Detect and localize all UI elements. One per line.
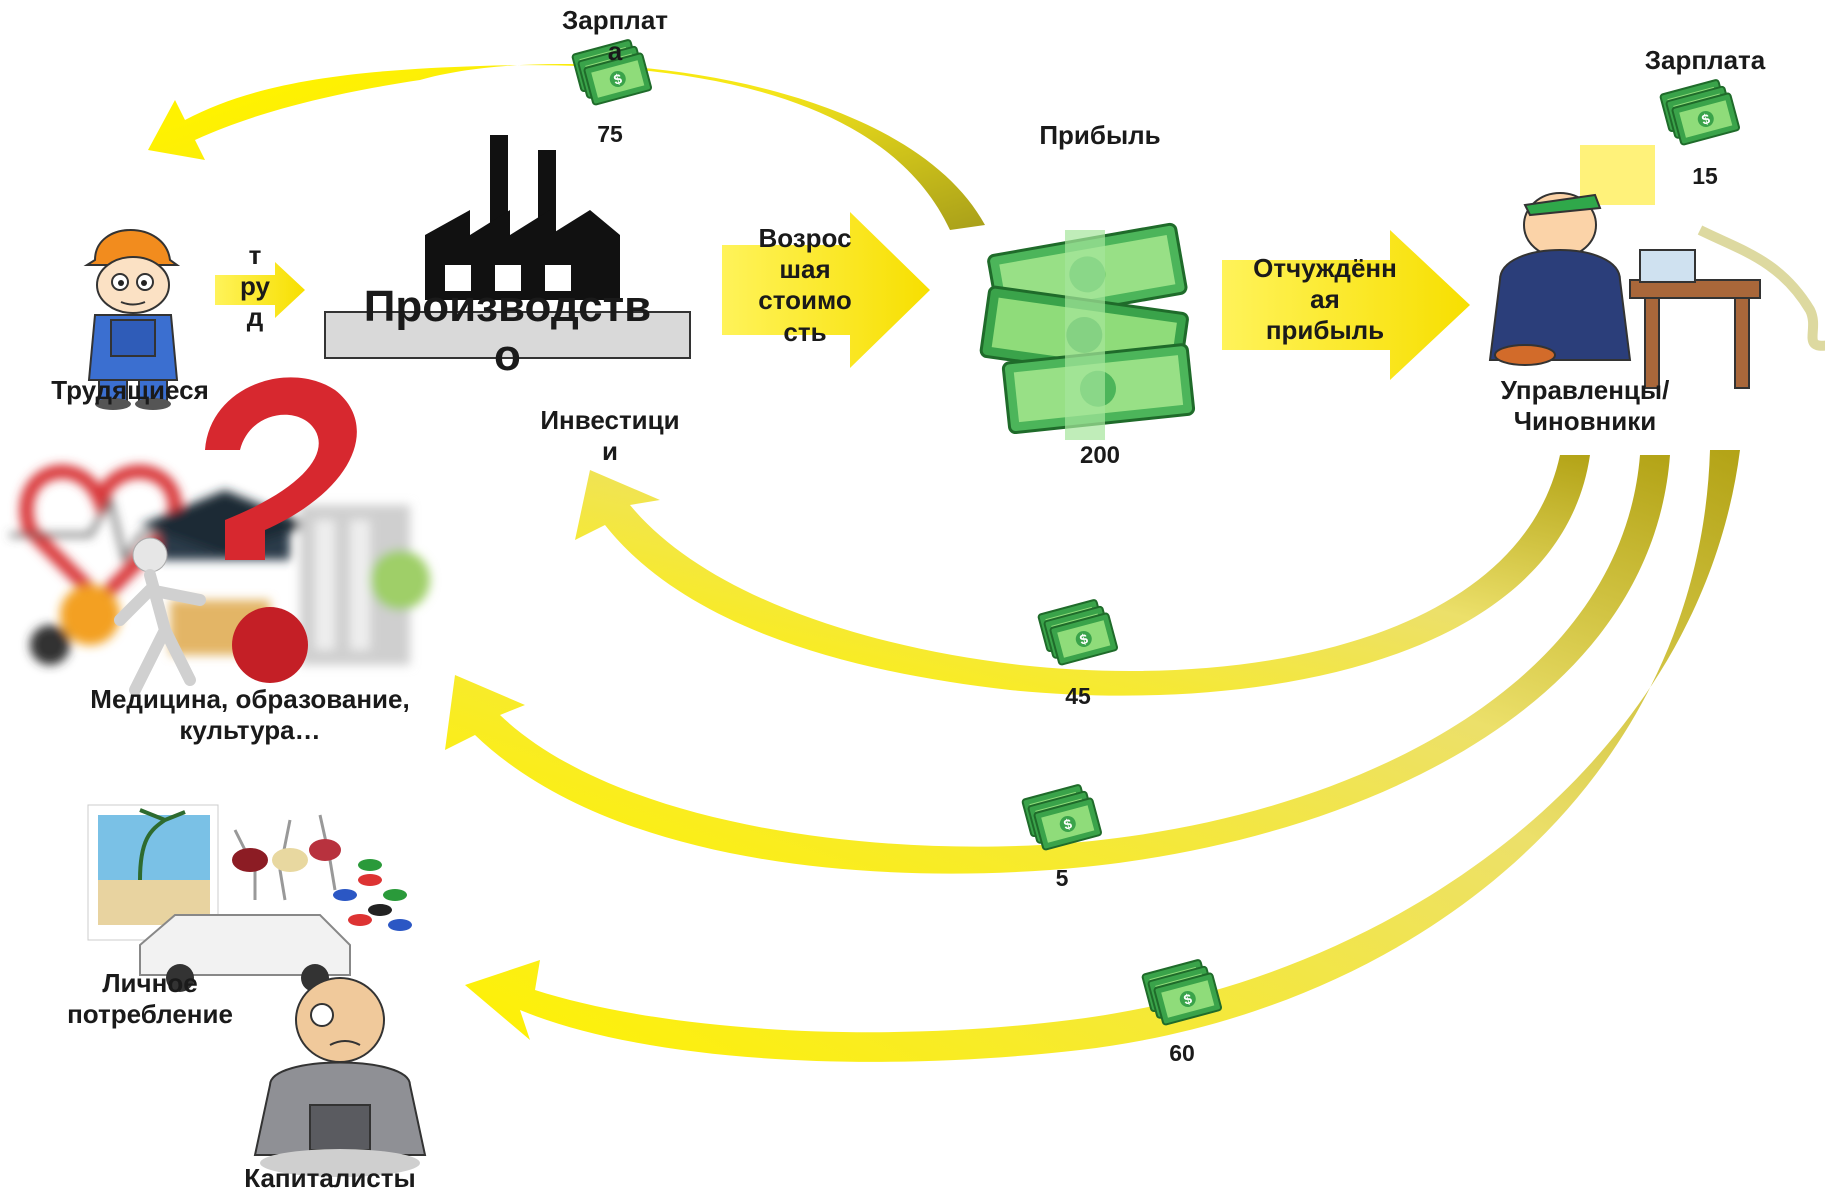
production-label: Производств о (363, 282, 652, 381)
capitalists-arrow (465, 450, 1740, 1062)
money-wage-managers-icon (1659, 78, 1741, 147)
social-collage-icon (10, 464, 430, 665)
social-label: Медицина, образование, культура… (90, 684, 410, 746)
investment-arrow (575, 455, 1590, 696)
grown-value-arrow (722, 212, 930, 368)
grown-value-label: Возрос шая стоимо сть (758, 223, 852, 347)
social-amount: 5 (1055, 865, 1069, 891)
profit-label: Прибыль (1039, 120, 1161, 150)
managers-label: Управленцы/ Чиновники (1500, 375, 1670, 437)
person-figure-icon (114, 537, 206, 696)
alienated-profit-label: Отчуждённ ая прибыль (1253, 253, 1397, 346)
alienated-profit-arrow (1222, 230, 1470, 380)
manager-icon (1488, 145, 1825, 389)
workers-label: Трудящиеся (51, 375, 209, 405)
personal-consumption-label: Личное потребление (67, 968, 233, 1030)
capitalists-label: Капиталисты (244, 1163, 416, 1193)
labor-arrow (215, 262, 305, 318)
investments-label: Инвестици и (540, 405, 680, 467)
luxury-icon (87, 804, 412, 992)
labor-label: т ру д (240, 240, 270, 333)
money-invest-icon (1037, 598, 1119, 667)
money-stack-icon (979, 222, 1196, 440)
wage-workers-label: Зарплат а (561, 5, 669, 67)
wage-return-arrow (148, 63, 985, 230)
question-mark-icon (205, 377, 357, 683)
wage-managers-label: Зарплата (1644, 45, 1766, 75)
worker-icon (83, 229, 181, 410)
production-box (324, 311, 691, 359)
capitalists-amount: 60 (1169, 1040, 1195, 1066)
wage-managers-amount: 15 (1692, 163, 1718, 189)
wage-workers-amount: 75 (597, 121, 623, 147)
factory-icon (425, 135, 620, 300)
invest-amount: 45 (1065, 683, 1091, 709)
capitalist-icon (253, 977, 427, 1177)
profit-amount: 200 (1079, 442, 1121, 469)
